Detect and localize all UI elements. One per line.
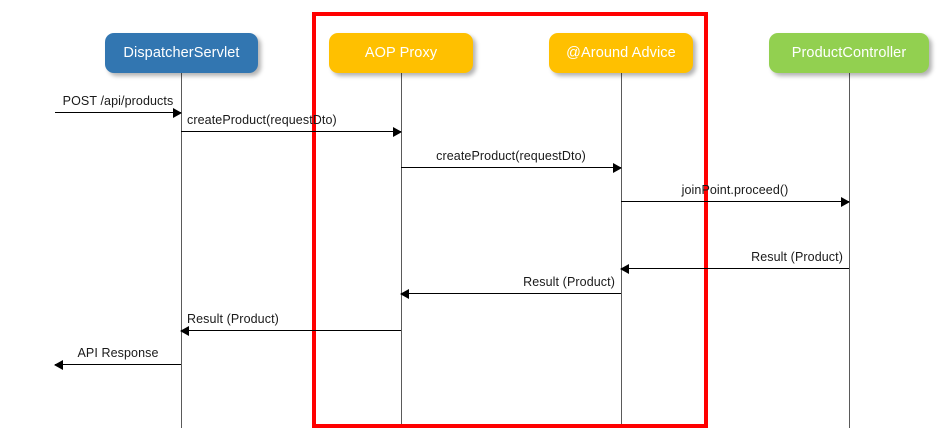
arrowhead-icon — [173, 107, 182, 118]
participant-label: DispatcherServlet — [123, 45, 240, 61]
participant-label: AOP Proxy — [364, 45, 438, 61]
message-line — [55, 112, 181, 113]
arrowhead-icon — [620, 263, 629, 274]
participant-dispatcher-servlet[interactable]: DispatcherServlet — [105, 33, 258, 73]
participant-aop-proxy[interactable]: AOP Proxy — [329, 33, 473, 73]
message-line — [621, 201, 849, 202]
lifeline-dispatcher-servlet — [181, 73, 182, 428]
message-line — [401, 293, 621, 294]
message-label: createProduct(requestDto) — [187, 113, 337, 127]
message-label: Result (Product) — [187, 312, 279, 326]
participant-product-controller[interactable]: ProductController — [769, 33, 929, 73]
arrowhead-icon — [180, 325, 189, 336]
lifeline-aop-proxy — [401, 73, 402, 428]
participant-label: ProductController — [791, 45, 907, 61]
lifeline-around-advice — [621, 73, 622, 428]
message-label: API Response — [77, 346, 159, 360]
message-label: POST /api/products — [62, 94, 174, 108]
aop-interception-region — [312, 12, 708, 428]
arrowhead-icon — [841, 196, 850, 207]
participant-around-advice[interactable]: @Around Advice — [549, 33, 693, 73]
participant-label: @Around Advice — [566, 45, 676, 61]
message-label: Result (Product) — [751, 250, 843, 264]
arrowhead-icon — [400, 288, 409, 299]
lifeline-product-controller — [849, 73, 850, 428]
message-label: Result (Product) — [523, 275, 615, 289]
message-line — [55, 364, 181, 365]
arrowhead-icon — [613, 162, 622, 173]
arrowhead-icon — [54, 359, 63, 370]
message-label: createProduct(requestDto) — [436, 149, 586, 163]
arrowhead-icon — [393, 126, 402, 137]
message-line — [181, 131, 401, 132]
message-line — [401, 167, 621, 168]
message-label: joinPoint.proceed() — [681, 183, 789, 197]
message-line — [181, 330, 401, 331]
message-line — [621, 268, 849, 269]
